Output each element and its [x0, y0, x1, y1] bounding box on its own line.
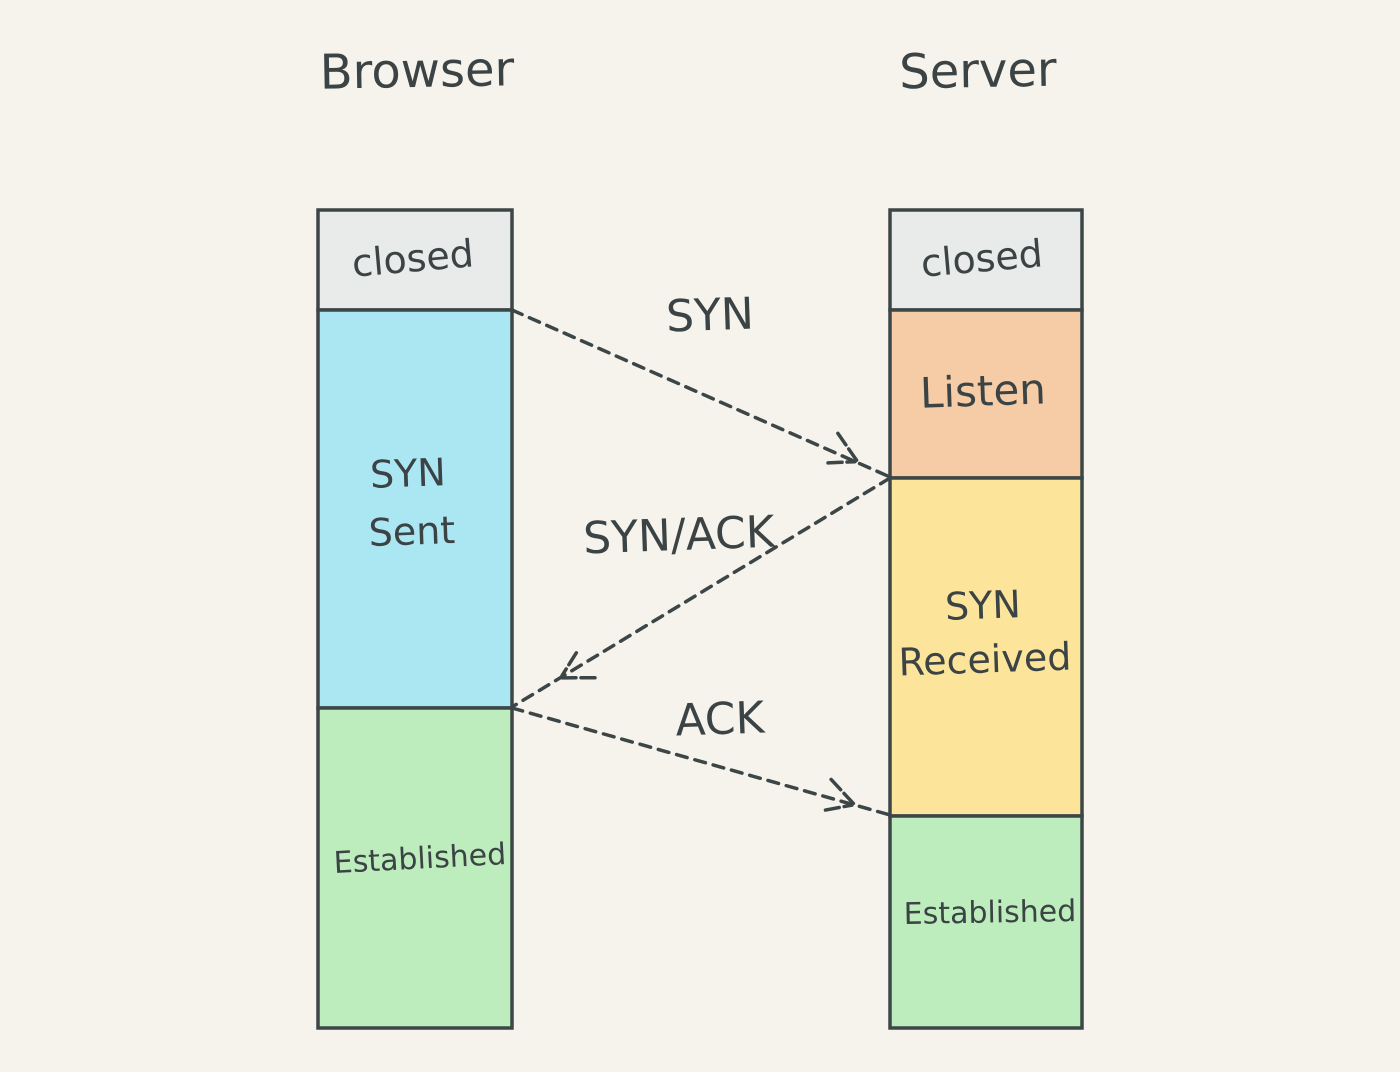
browser-syn-sent-label-line1: SYN: [369, 450, 446, 497]
server-listen-label: Listen: [919, 364, 1047, 417]
server-title: Server: [899, 42, 1058, 101]
server-syn-received-segment: [888, 476, 1084, 818]
syn-arrowhead-icon: [826, 431, 859, 465]
browser-closed-label: closed: [350, 231, 475, 285]
browser-syn-sent-segment: [316, 308, 514, 710]
server-syn-received-label-line2: Received: [898, 634, 1072, 684]
browser-closed-segment: [316, 208, 514, 312]
syn-ack-arrow-line: [510, 476, 892, 709]
syn-ack-message-label: SYN/ACK: [582, 507, 776, 565]
ack-message-label: ACK: [675, 692, 767, 746]
ack-arrow-line: [510, 706, 892, 817]
browser-title: Browser: [319, 41, 515, 100]
syn-ack-arrowhead-icon: [560, 651, 597, 680]
ack-arrowhead-icon: [823, 777, 856, 812]
server-listen-segment: [888, 308, 1084, 480]
server-lifeline: closed Listen SYN Received Established: [888, 208, 1084, 1030]
server-syn-received-label-line1: SYN: [944, 582, 1021, 629]
browser-established-segment: [316, 706, 514, 1030]
messages: SYN SYN/ACK ACK: [510, 288, 892, 817]
server-established-segment: [888, 814, 1084, 1030]
syn-message-label: SYN: [665, 288, 754, 342]
syn-arrow-line: [510, 308, 892, 479]
browser-lifeline: closed SYN Sent Established: [316, 208, 514, 1030]
server-established-label: Established: [903, 894, 1076, 932]
server-closed-label: closed: [919, 231, 1044, 285]
browser-syn-sent-label-line2: Sent: [368, 508, 456, 555]
